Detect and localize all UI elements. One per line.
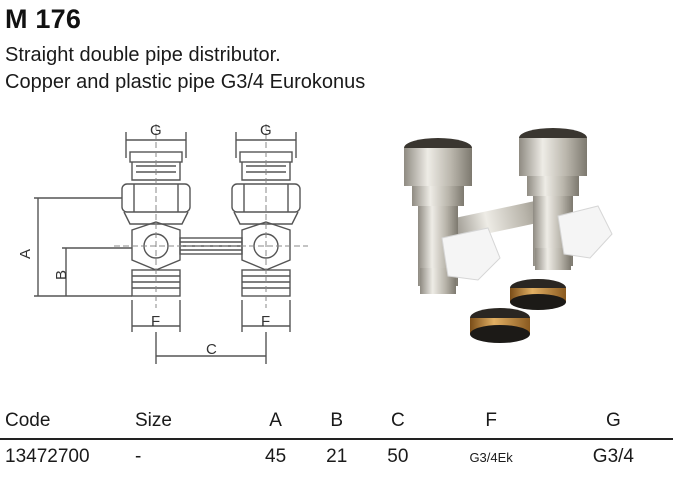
header-a: A [269,410,282,431]
header-g: G [606,410,621,431]
product-subtitle-line1: Straight double pipe distributor. [5,44,281,66]
product-subtitle-line2: Copper and plastic pipe G3/4 Eurokonus [5,71,366,93]
header-size: Size [135,410,172,431]
product-title: M 176 [5,4,82,34]
product-photo [404,128,613,343]
dim-label-g-left: G [150,122,162,139]
spec-table: Code Size A B C F G 13472700 - 45 21 50 … [0,404,673,474]
cell-code: 13472700 [5,446,90,467]
dim-label-f-right: F [261,313,270,330]
dim-label-c: C [206,341,217,358]
header-c: C [390,410,405,431]
dim-label-g-right: G [260,122,272,139]
cell-g: G3/4 [592,446,634,467]
dim-label-b: B [53,270,70,280]
cell-size: - [135,446,142,467]
cell-a: 45 [265,446,287,467]
cell-b: 21 [326,446,348,467]
header-code: Code [5,410,51,431]
technical-drawing: G G A B F F C [18,122,308,364]
cell-f: G3/4Ek [469,449,513,465]
dim-label-a: A [18,249,34,259]
header-f: F [485,410,497,431]
header-b: B [330,410,344,431]
table-row: 13472700 - 45 21 50 G3/4Ek G3/4 [0,439,673,474]
cell-c: 50 [387,446,409,467]
spec-table-header: Code Size A B C F G [0,404,673,439]
dim-label-f-left: F [151,313,160,330]
